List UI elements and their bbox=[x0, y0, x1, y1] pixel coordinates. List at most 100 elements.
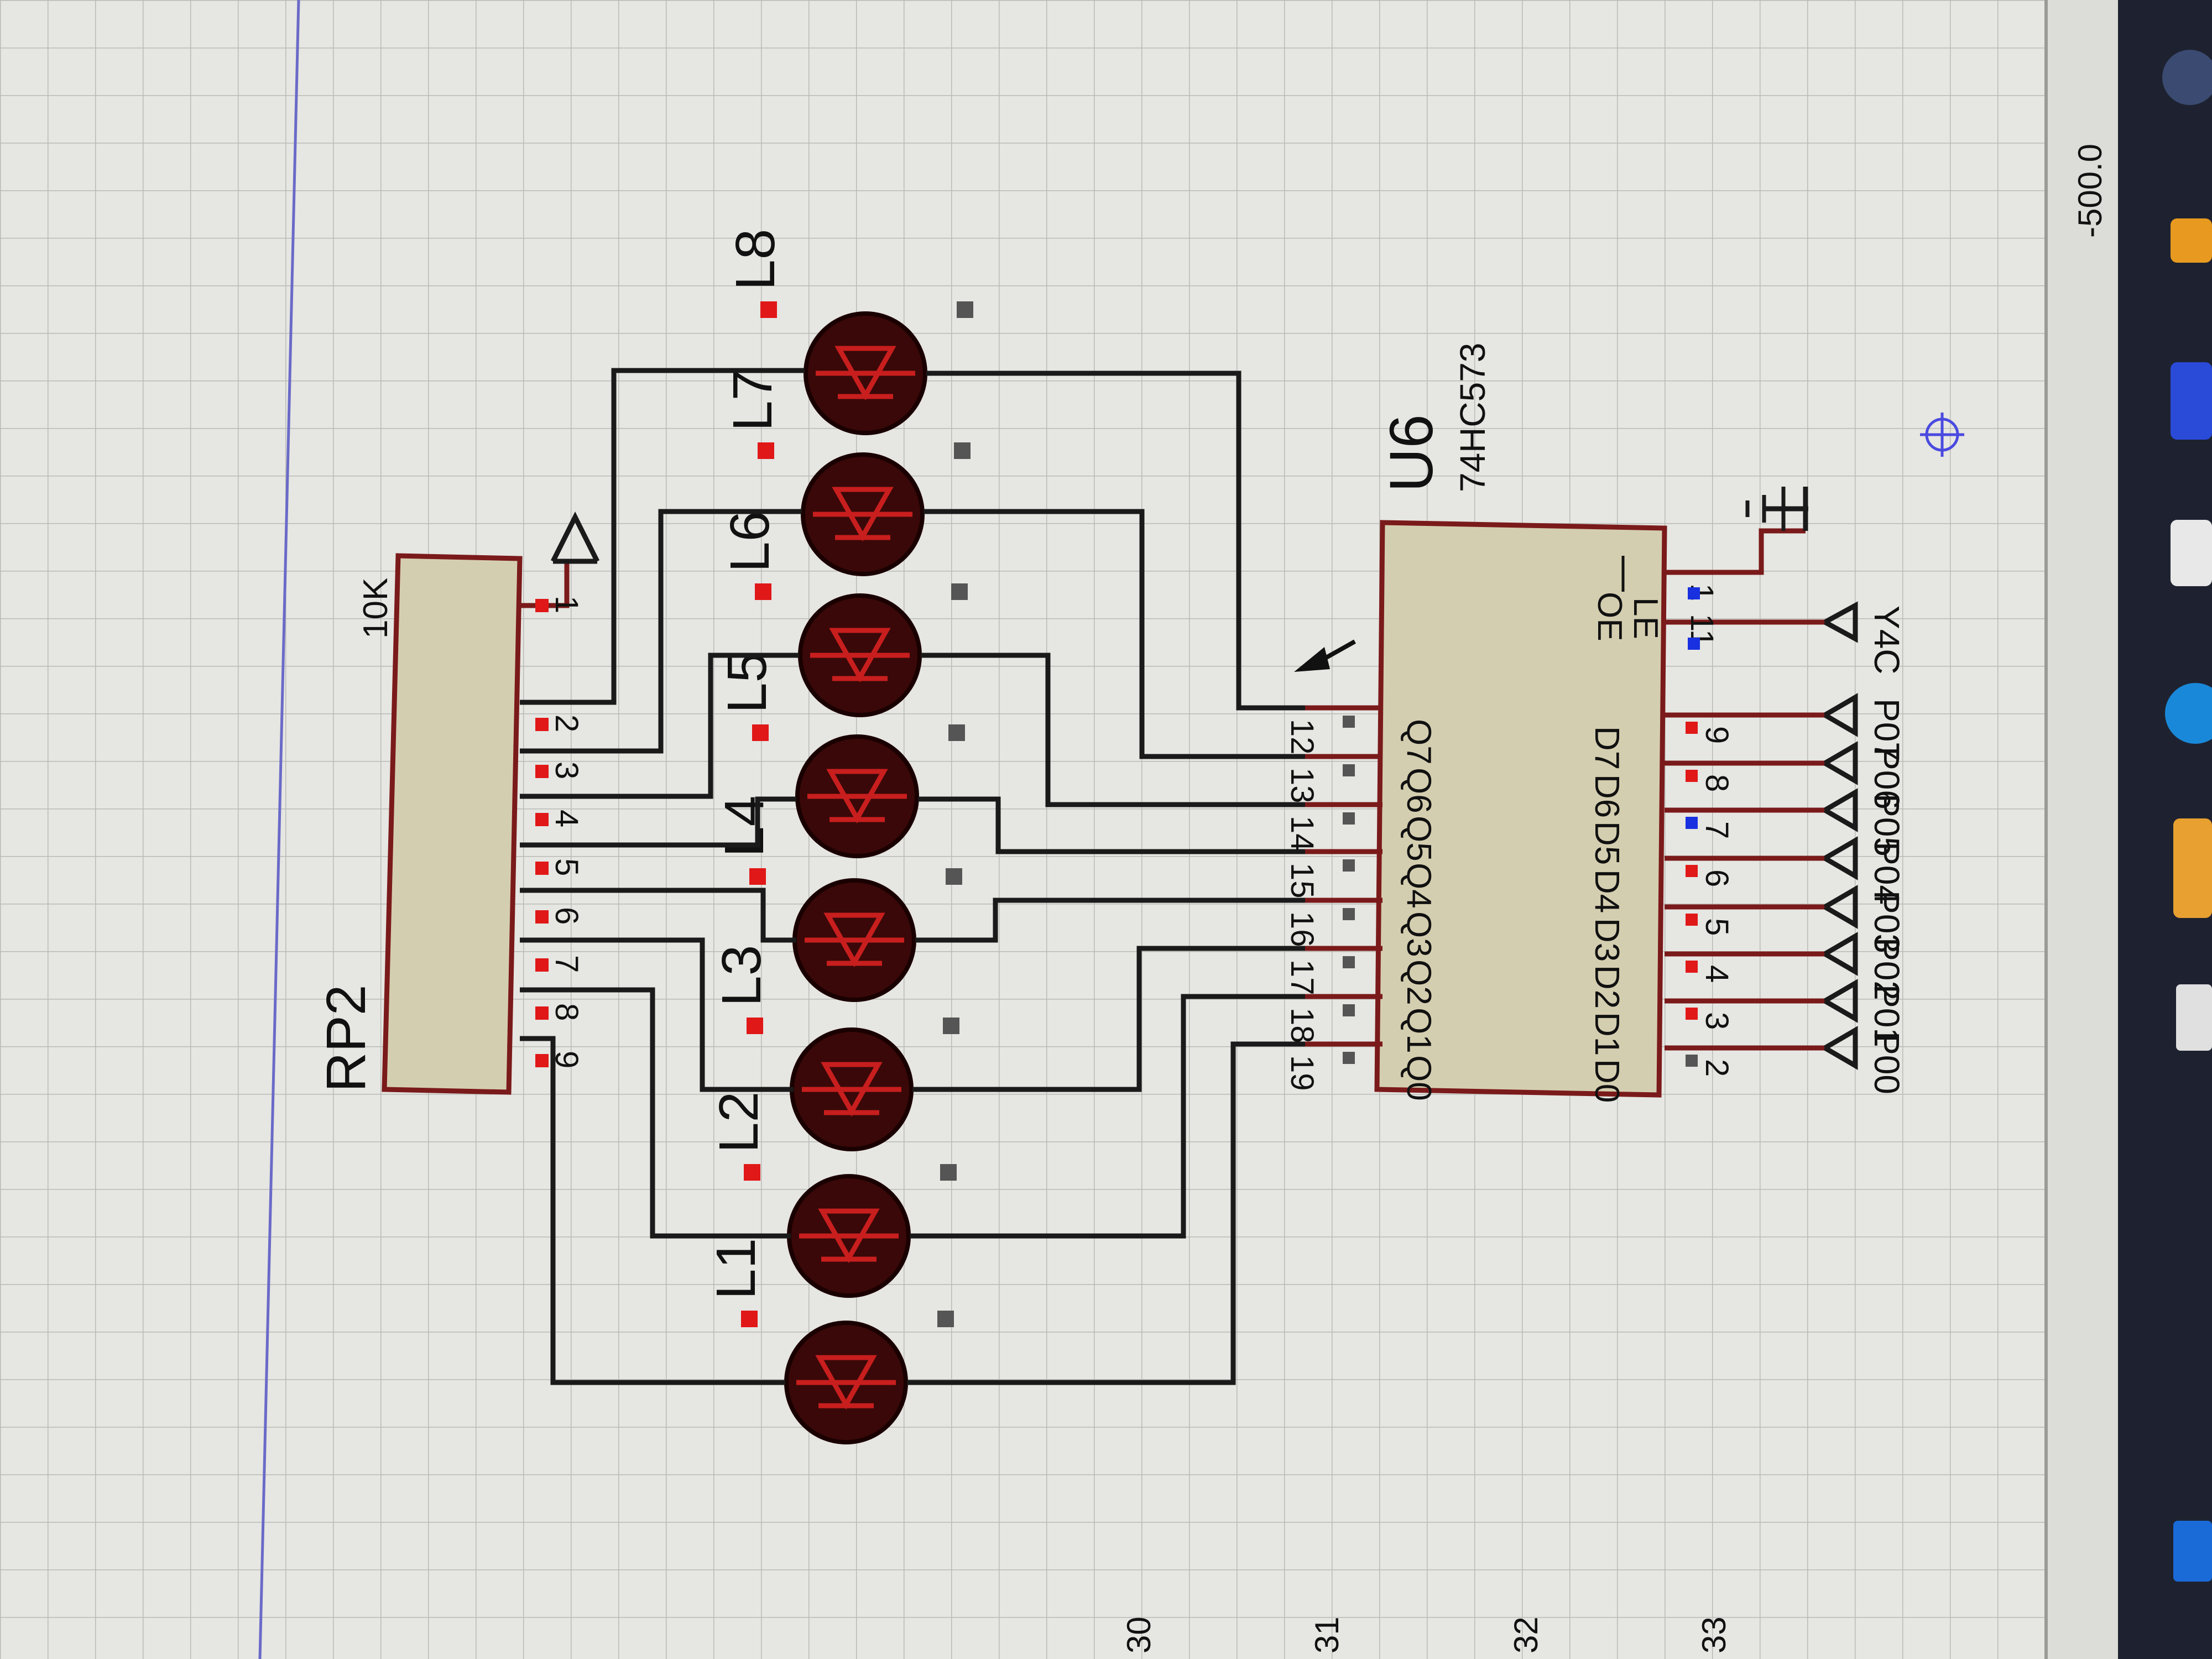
ruler-mark: 32 bbox=[1507, 1616, 1545, 1653]
diode-icon bbox=[829, 628, 891, 683]
pin-marker bbox=[1343, 908, 1355, 920]
wire bbox=[520, 987, 791, 1239]
ruler-mark: 33 bbox=[1695, 1616, 1733, 1653]
wire bbox=[520, 653, 799, 799]
led-l8[interactable]: L8 bbox=[724, 229, 973, 435]
q-pin-name: Q1 bbox=[1400, 1008, 1438, 1053]
wire bbox=[910, 994, 1305, 1239]
pin-marker bbox=[535, 862, 549, 875]
d-pin-name: D5 bbox=[1588, 821, 1626, 865]
wire bbox=[907, 1041, 1305, 1385]
d-net-label: P06 bbox=[1867, 747, 1907, 810]
q-pin-number: 14 bbox=[1284, 816, 1320, 852]
cursor-arrow-icon bbox=[1294, 639, 1356, 672]
app-icon[interactable] bbox=[2171, 362, 2212, 440]
q-pin-number: 19 bbox=[1284, 1055, 1320, 1091]
taskbar-icons bbox=[2162, 50, 2212, 1582]
pin-marker bbox=[1343, 716, 1355, 728]
q-pin-number: 15 bbox=[1284, 863, 1320, 899]
pin-marker bbox=[1343, 1004, 1355, 1016]
chip-ref: U6 bbox=[1378, 414, 1446, 492]
d-pin-number: 9 bbox=[1699, 726, 1735, 744]
diode-icon bbox=[818, 1208, 880, 1264]
pin-marker bbox=[1343, 764, 1355, 776]
app-icon[interactable] bbox=[2173, 1521, 2212, 1582]
d-net-label: P04 bbox=[1867, 842, 1907, 905]
d-net-label: P01 bbox=[1867, 984, 1907, 1047]
led-pin-marker bbox=[946, 868, 962, 885]
resistor-pack-rp2[interactable]: RP2 10K bbox=[315, 511, 600, 1095]
q-pin-number: 16 bbox=[1284, 911, 1320, 947]
app-icon[interactable] bbox=[2176, 984, 2212, 1051]
led-pin-marker bbox=[749, 868, 766, 885]
browser-icon[interactable] bbox=[2165, 683, 2212, 744]
pin-marker bbox=[1686, 770, 1698, 782]
net-terminal-icon bbox=[1823, 932, 1858, 976]
led-l3[interactable]: L3 bbox=[711, 945, 959, 1151]
app-icon[interactable] bbox=[2171, 218, 2212, 263]
chip-part: 74HC573 bbox=[1453, 343, 1493, 492]
wire bbox=[520, 1036, 785, 1385]
diode-icon bbox=[823, 912, 885, 968]
resistor-pack-body[interactable] bbox=[382, 553, 523, 1095]
chip-oe-label: OE bbox=[1590, 592, 1629, 641]
wire bbox=[926, 371, 1305, 711]
pin-marker bbox=[1686, 817, 1698, 829]
ruler-mark: 30 bbox=[1120, 1616, 1157, 1653]
resistor-pack-value: 10K bbox=[357, 578, 395, 639]
pin-marker bbox=[535, 718, 549, 731]
resistor-pin-number: 1 bbox=[549, 596, 585, 613]
folder-icon[interactable] bbox=[2173, 818, 2212, 918]
led-l1[interactable]: L1 bbox=[705, 1238, 954, 1444]
app-icon[interactable] bbox=[2171, 520, 2212, 586]
led-pin-marker bbox=[957, 301, 973, 318]
wire bbox=[520, 937, 794, 1092]
led-l5[interactable]: L5 bbox=[716, 652, 965, 858]
pin-marker bbox=[1686, 1008, 1698, 1020]
led-l7[interactable]: L7 bbox=[722, 370, 971, 576]
pin-marker bbox=[535, 1006, 549, 1020]
d-pin-number: 8 bbox=[1699, 774, 1735, 792]
d-pin-name: D7 bbox=[1588, 726, 1626, 770]
d-pin-name: D3 bbox=[1588, 918, 1626, 962]
diode-icon bbox=[815, 1355, 877, 1410]
app-icon[interactable] bbox=[2162, 50, 2212, 105]
led-label: L5 bbox=[716, 652, 778, 713]
led-l6[interactable]: L6 bbox=[719, 511, 968, 717]
sheet-border-left bbox=[258, 0, 300, 1659]
d-net-label: P05 bbox=[1867, 794, 1907, 857]
pin-marker bbox=[1686, 914, 1698, 926]
pin-marker bbox=[1343, 859, 1355, 872]
pin-marker bbox=[1688, 587, 1700, 599]
d-net-label: P02 bbox=[1867, 937, 1907, 1000]
crosshair-icon bbox=[1920, 413, 1964, 457]
resistor-pin-number: 2 bbox=[549, 714, 585, 732]
coordinate-readout: -500.0 bbox=[2072, 144, 2109, 238]
q-pin-name: Q4 bbox=[1400, 863, 1438, 909]
pin-marker bbox=[1686, 722, 1698, 734]
led-pin-marker bbox=[752, 724, 769, 741]
d-pin-name: D1 bbox=[1588, 1012, 1626, 1056]
pin-marker bbox=[1343, 1052, 1355, 1064]
pin-marker bbox=[535, 765, 549, 778]
q-pin-name: Q6 bbox=[1400, 768, 1438, 813]
net-terminal-icon bbox=[1823, 741, 1858, 785]
q-pin-name: Q5 bbox=[1400, 816, 1438, 862]
pin-marker bbox=[535, 910, 549, 924]
d-net-label: P03 bbox=[1867, 890, 1907, 953]
resistor-pin-number: 3 bbox=[549, 761, 585, 779]
led-l4[interactable]: L4 bbox=[713, 796, 962, 1002]
q-pin-name: Q2 bbox=[1400, 959, 1438, 1005]
led-label: L6 bbox=[719, 511, 781, 572]
resistor-pin-number: 6 bbox=[549, 907, 585, 925]
q-pin-number: 18 bbox=[1284, 1008, 1320, 1044]
d-pin-number: 7 bbox=[1699, 821, 1735, 839]
led-label: L3 bbox=[711, 945, 773, 1006]
wire bbox=[924, 509, 1305, 759]
diode-icon bbox=[834, 346, 896, 401]
